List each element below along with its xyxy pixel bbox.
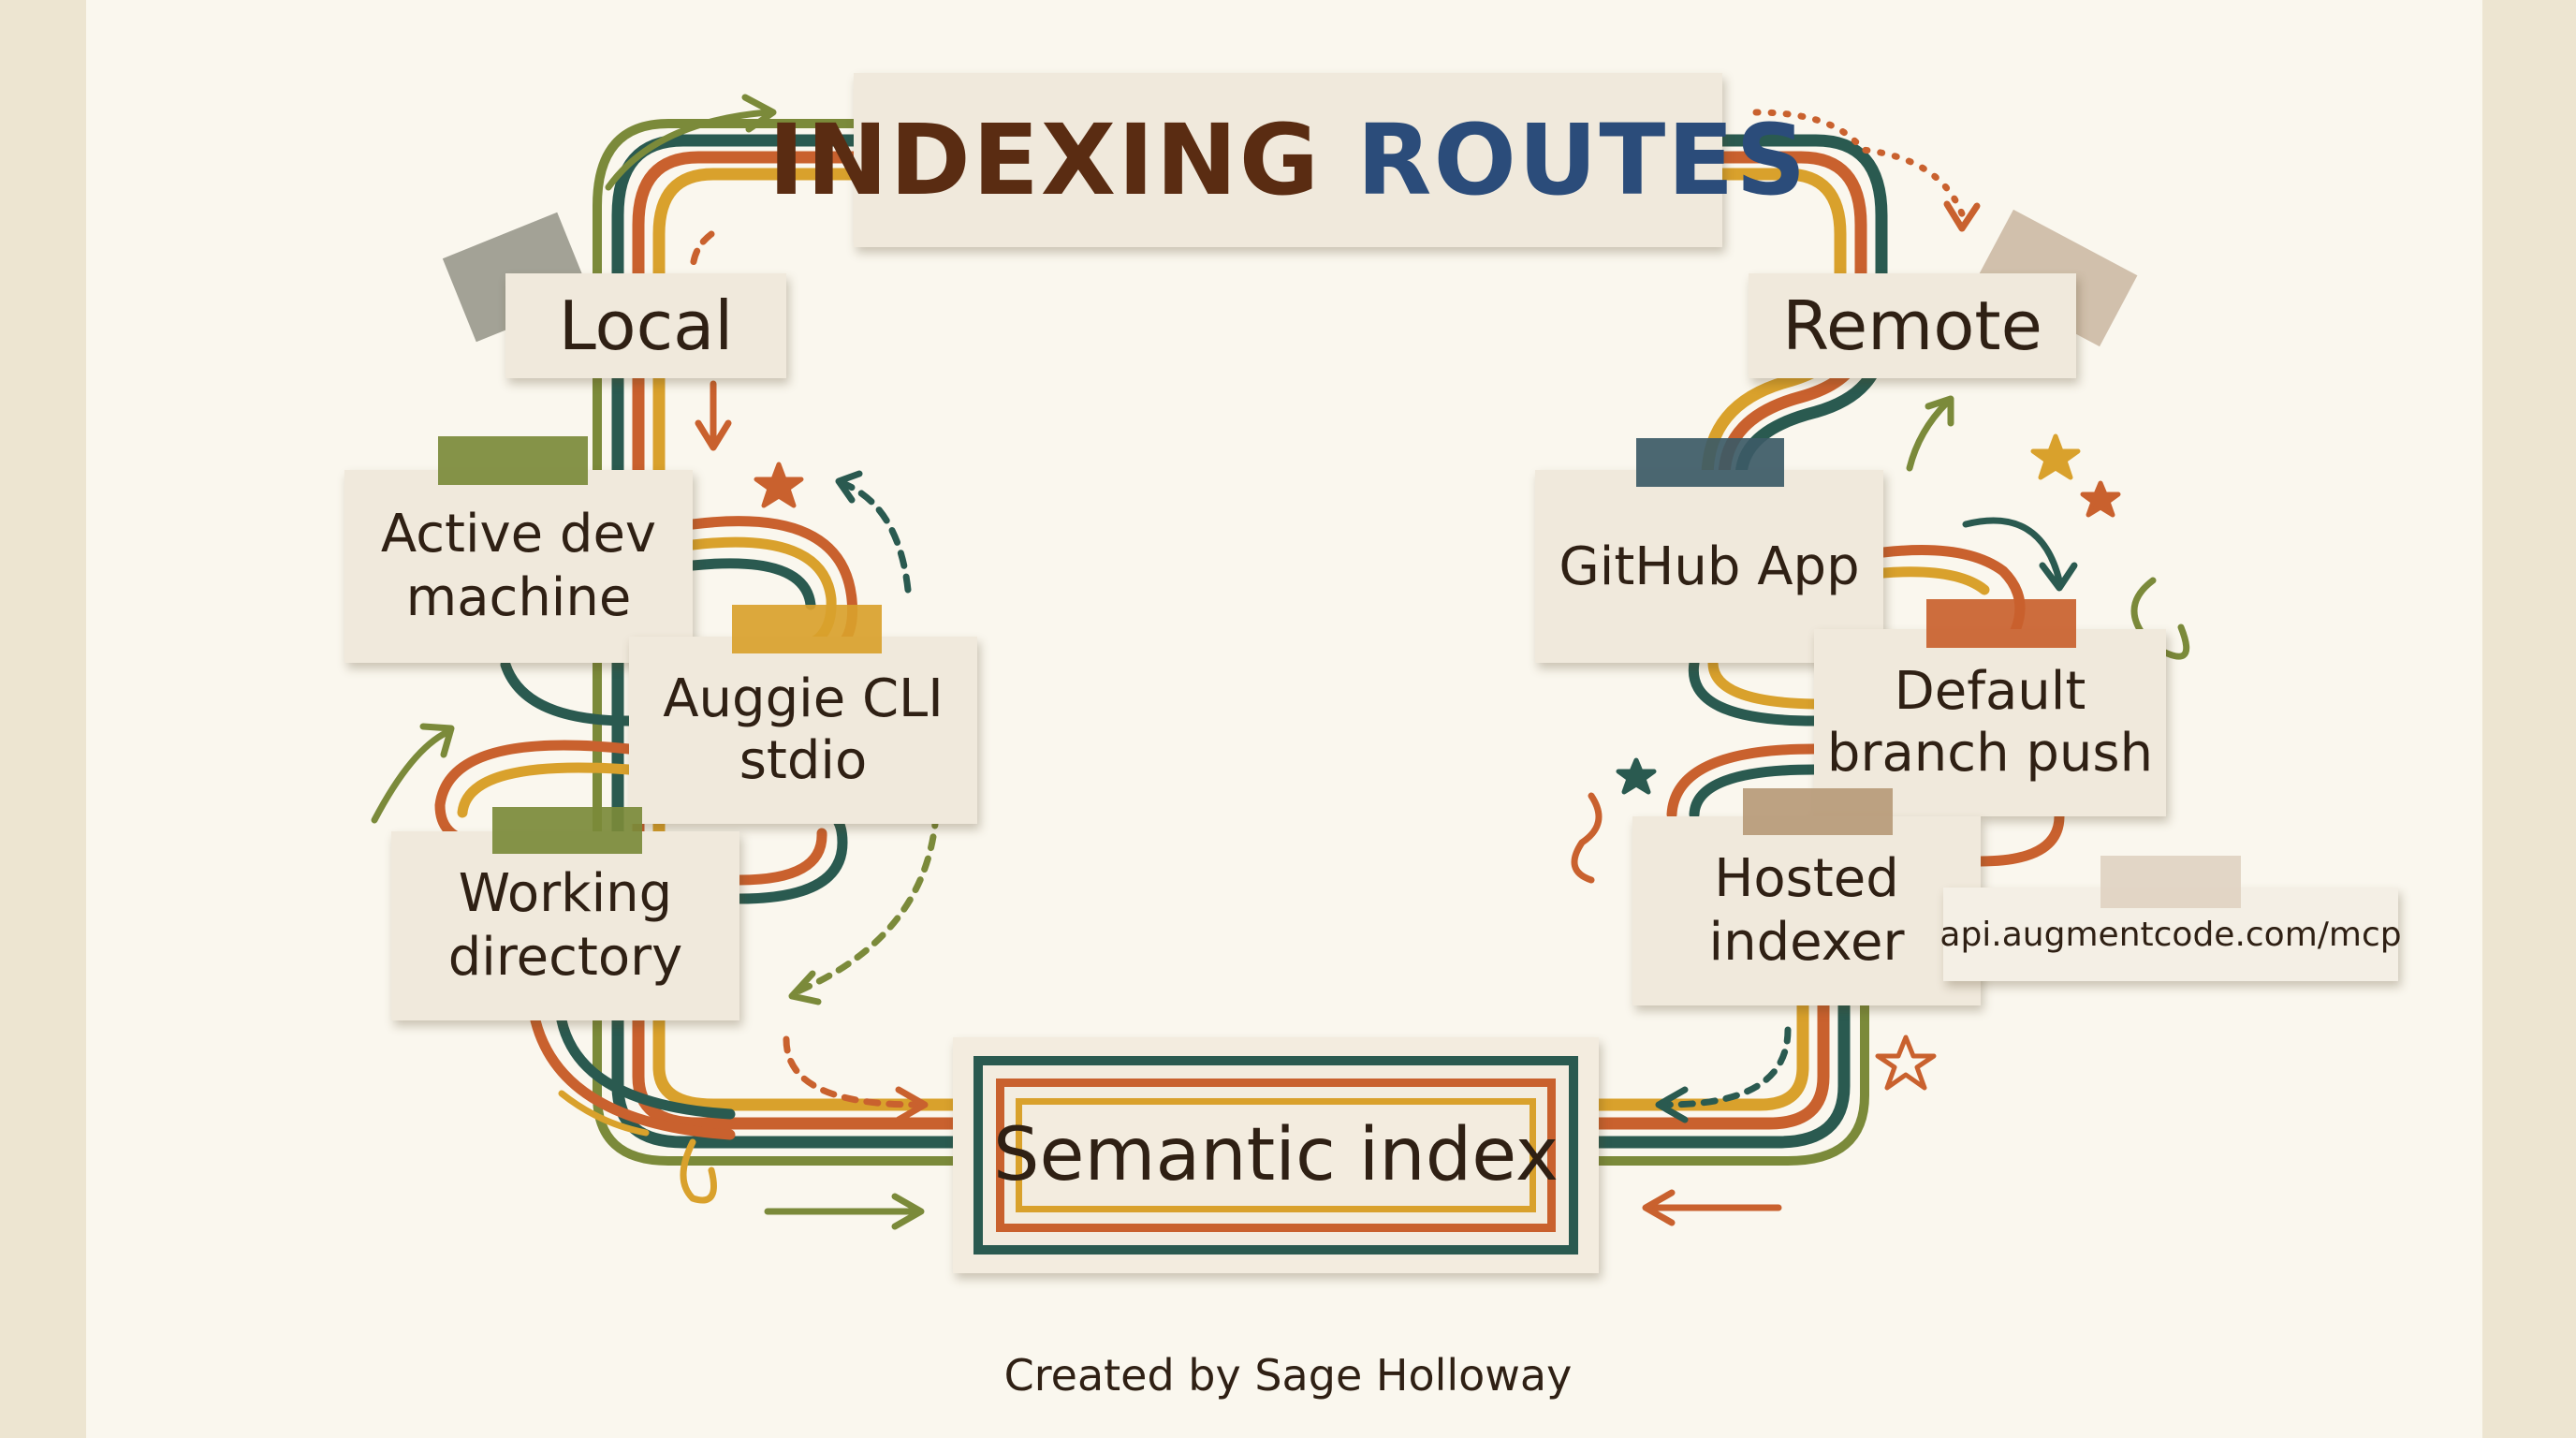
olive-tape-2: [492, 807, 642, 854]
remote-group-label: Remote: [1749, 273, 2076, 378]
auggie-line1: Auggie CLI: [663, 668, 944, 729]
node-hosted-indexer: Hosted indexer: [1632, 816, 1981, 1005]
semantic-index-text: Semantic index: [992, 1113, 1559, 1197]
index-frame-inner: [1016, 1098, 1536, 1212]
default-line2: branch push: [1826, 723, 2154, 784]
local-label-text: Local: [558, 286, 734, 365]
flow-arrows: [371, 94, 2190, 1230]
title-banner: INDEXING ROUTES: [768, 73, 1806, 247]
auggie-line2: stdio: [739, 730, 868, 791]
node-github-app: GitHub App: [1535, 470, 1883, 663]
remote-label-text: Remote: [1782, 286, 2042, 365]
right-torn-edge: [2510, 0, 2576, 1438]
working-line2: directory: [447, 927, 683, 988]
hosted-line1: Hosted: [1714, 848, 1899, 909]
node-default-branch-push: Default branch push: [1814, 629, 2166, 816]
index-frame-outer: [973, 1056, 1578, 1255]
mustard-tape: [732, 605, 882, 653]
hosted-line2: indexer: [1708, 912, 1905, 973]
node-working-directory: Working directory: [391, 831, 739, 1020]
node-active-dev-machine: Active dev machine: [344, 470, 693, 663]
working-line1: Working: [458, 863, 673, 924]
active-line2: machine: [405, 567, 632, 628]
slate-tape: [1636, 438, 1784, 487]
default-line1: Default: [1894, 661, 2086, 722]
grid-tape-2: [2100, 856, 2241, 908]
local-group-label: Local: [505, 273, 786, 378]
orange-tape: [1926, 599, 2076, 648]
semantic-index-box: Semantic index: [953, 1037, 1599, 1273]
credit-line: Created by Sage Holloway: [1003, 1350, 1573, 1401]
olive-tape: [438, 436, 588, 485]
star-doodles: [754, 433, 2121, 1091]
title-accent: ROUTES: [1356, 103, 1808, 217]
active-line1: Active dev: [380, 504, 657, 565]
title-main: INDEXING: [768, 103, 1322, 217]
node-auggie-cli: Auggie CLI stdio: [629, 637, 977, 824]
endpoint-text: api.augmentcode.com/mcp: [1939, 915, 2402, 954]
tan-tape: [1743, 788, 1893, 835]
title-text: INDEXING ROUTES: [768, 103, 1808, 217]
github-line1: GitHub App: [1559, 536, 1860, 597]
left-torn-edge: [0, 0, 66, 1438]
index-frame-middle: [996, 1078, 1556, 1232]
